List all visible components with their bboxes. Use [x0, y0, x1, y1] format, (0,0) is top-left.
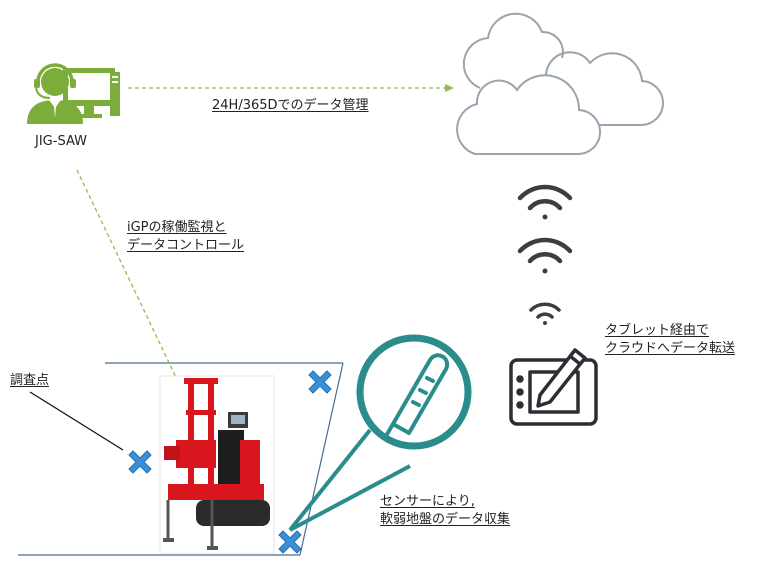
tablet-label-line2: クラウドへデータ転送: [605, 341, 736, 356]
cross-marker-icon: [278, 530, 302, 554]
link-top-label: 24H/365Dでのデータ管理: [212, 98, 369, 113]
sensor-label-line1: センサーにより,: [380, 494, 475, 509]
cloud-icon: [456, 12, 664, 156]
wifi-signal-icon: [517, 237, 573, 274]
person-head-icon: [41, 68, 69, 96]
sensor-label-line2: 軟弱地盤のデータ収集: [380, 512, 511, 527]
ground-slope-line: [299, 362, 344, 556]
tower-icon: [110, 72, 120, 116]
wifi-signal-icon: [517, 184, 573, 220]
tablet-stylus-icon: [509, 348, 598, 426]
cross-marker-icon: [128, 450, 152, 474]
dashed-link-diagonal: [76, 169, 184, 393]
thermometer-probe-icon: [384, 353, 450, 438]
cloud-front: [456, 74, 601, 156]
arrowhead-top: [445, 84, 454, 92]
headset-icon: [36, 63, 74, 83]
survey-point-label: 調査点: [10, 373, 50, 388]
jigsaw-label: JIG-SAW: [35, 134, 87, 149]
drilling-machine-icon: [159, 375, 275, 555]
survey-point-leader: [29, 391, 124, 451]
zoom-circle: [356, 334, 472, 450]
operator-at-computer-icon: [27, 63, 120, 124]
tablet-label-line1: タブレット経由で: [605, 323, 710, 338]
sensor-zoom: [288, 334, 472, 532]
link-diag-label-line1: iGPの稼働監視と: [127, 220, 227, 235]
cloud-top: [462, 12, 564, 89]
crawler-track: [196, 500, 270, 526]
wifi-signal-icon: [529, 302, 561, 325]
cross-marker-icon: [308, 370, 332, 394]
link-diag-label-line2: データコントロール: [127, 238, 245, 253]
